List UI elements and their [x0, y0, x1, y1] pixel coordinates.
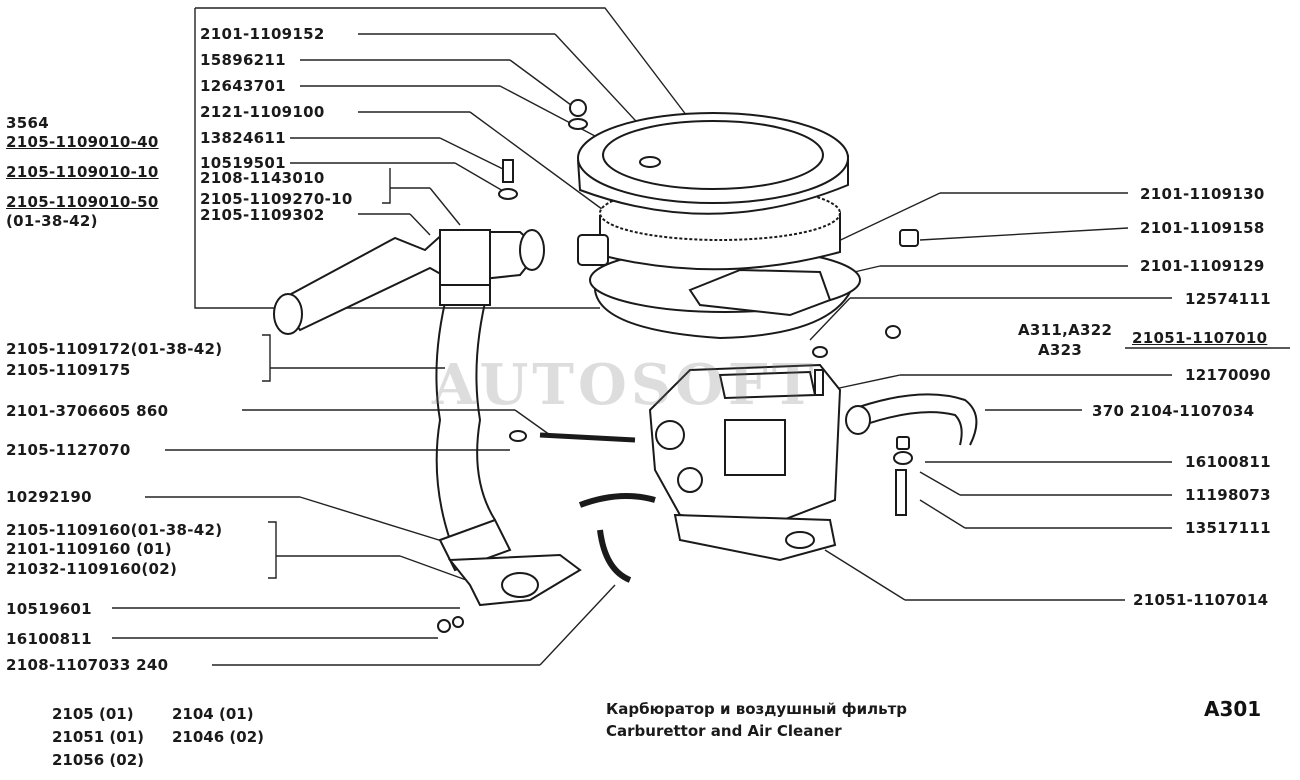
leader-lines-left [112, 7, 701, 666]
label-2105-1109172: 2105-1109172(01-38-42) [6, 340, 223, 358]
label-2101-1109130: 2101-1109130 [1140, 185, 1265, 203]
model-21056: 21056 (02) [52, 751, 144, 769]
label-21032-1109160: 21032-1109160(02) [6, 560, 178, 578]
label-12574111: 12574111 [1185, 290, 1271, 308]
model-21046: 21046 (02) [172, 728, 264, 746]
label-2105-1109302: 2105-1109302 [200, 206, 325, 224]
watermark: AUTOSOFT [432, 352, 818, 418]
page-id: A301 [1204, 697, 1262, 721]
label-2101-1109152: 2101-1109152 [200, 25, 325, 43]
warm-air-hose-illustration [435, 284, 582, 633]
carburettor-illustration [509, 346, 978, 583]
label-3564: 3564 [6, 114, 49, 132]
label-13517111: 13517111 [1185, 519, 1271, 537]
label-2105-1109270-10: 2105-1109270-10 [200, 190, 353, 208]
label-2105-1127070: 2105-1127070 [6, 441, 131, 459]
model-21051: 21051 (01) [52, 728, 144, 746]
label-16100811-left: 16100811 [6, 630, 92, 648]
label-a323: A323 [1038, 341, 1083, 359]
label-2121-1109100: 2121-1109100 [200, 103, 325, 121]
label-15896211: 15896211 [200, 51, 286, 69]
label-2101-3706605: 2101-3706605 860 [6, 402, 169, 420]
label-2105-1109010-40: 2105-1109010-40 [6, 133, 159, 151]
label-2105-1109010-50: 2105-1109010-50 [6, 193, 159, 211]
label-10292190: 10292190 [6, 488, 92, 506]
label-2105-1109010-10: 2105-1109010-10 [6, 163, 159, 181]
label-2101-1109129: 2101-1109129 [1140, 257, 1265, 275]
label-2108-1143010: 2108-1143010 [200, 169, 325, 187]
model-2104: 2104 (01) [172, 705, 254, 723]
label-2101-1109158: 2101-1109158 [1140, 219, 1265, 237]
label-2108-1107033: 2108-1107033 240 [6, 656, 169, 674]
label-12170090: 12170090 [1185, 366, 1271, 384]
label-13824611: 13824611 [200, 129, 286, 147]
label-12643701: 12643701 [200, 77, 286, 95]
leader-lines-right [809, 192, 1290, 601]
air-cleaner-illustration [273, 99, 919, 340]
label-21051-1107010: 21051-1107010 [1132, 329, 1268, 347]
label-10519601: 10519601 [6, 600, 92, 618]
model-2105: 2105 (01) [52, 705, 134, 723]
caption-en: Carburettor and Air Cleaner [606, 722, 842, 740]
label-10519501: 10519501 [200, 154, 286, 172]
label-11198073: 11198073 [1185, 486, 1271, 504]
label-2101-1109160: 2101-1109160 (01) [6, 540, 172, 558]
label-a311-a322: A311,A322 [1018, 321, 1113, 339]
label-01-38-42: (01-38-42) [6, 212, 98, 230]
label-16100811-right: 16100811 [1185, 453, 1271, 471]
label-2105-1109160: 2105-1109160(01-38-42) [6, 521, 223, 539]
caption-ru: Карбюратор и воздушный фильтр [606, 700, 908, 718]
label-2105-1109175: 2105-1109175 [6, 361, 131, 379]
label-370-2104-1107034: 370 2104-1107034 [1092, 402, 1255, 420]
label-21051-1107014: 21051-1107014 [1133, 591, 1269, 609]
